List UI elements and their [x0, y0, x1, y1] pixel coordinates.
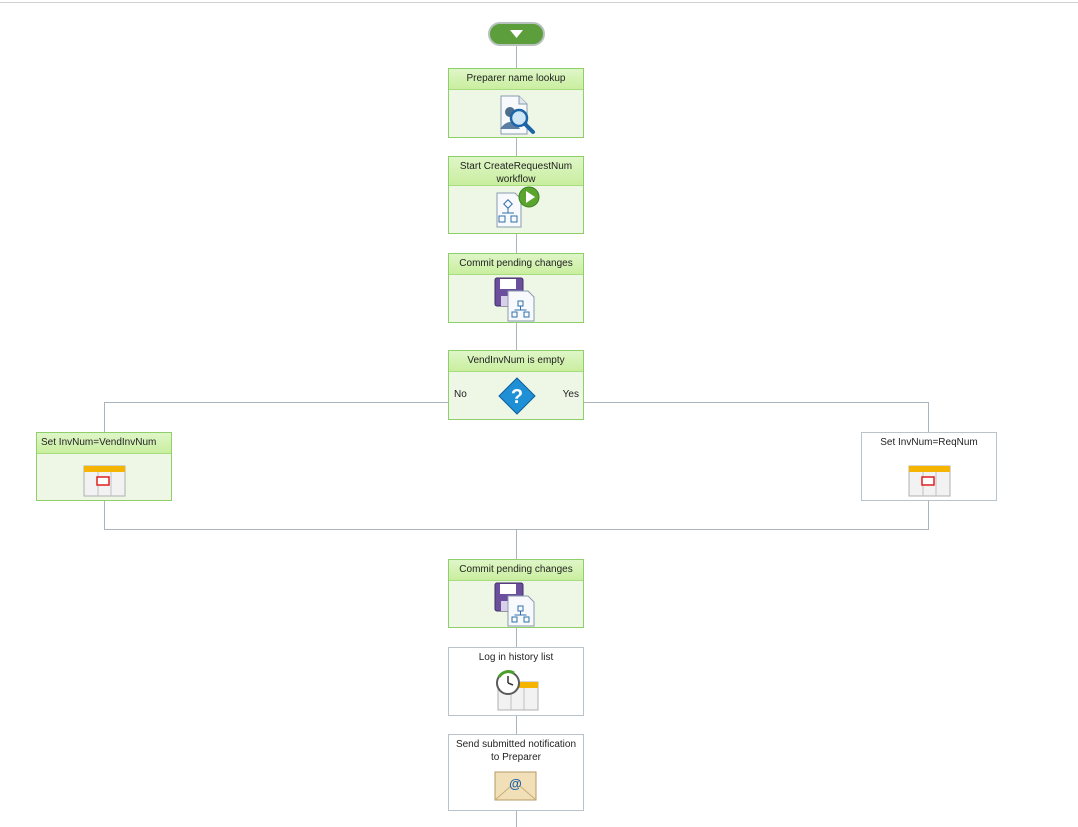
commit-changes-icon	[494, 277, 535, 322]
action-preparer-name-lookup[interactable]: Preparer name lookup	[448, 68, 584, 138]
action-set-invnum-reqnum[interactable]: Set InvNum=ReqNum	[861, 432, 997, 501]
connector-line	[516, 715, 517, 734]
svg-text:@: @	[509, 776, 522, 791]
question-diamond-icon: ?	[498, 377, 536, 415]
start-workflow-icon	[496, 186, 540, 228]
connector-line	[928, 500, 929, 530]
connector-line	[516, 46, 517, 68]
action-set-invnum-vendinvnum[interactable]: Set InvNum=VendInvNum	[36, 432, 172, 501]
top-divider	[0, 2, 1078, 3]
commit-changes-icon	[494, 582, 535, 627]
connector-line	[104, 402, 105, 432]
action-title: Start CreateRequestNum workflow	[449, 157, 583, 186]
action-commit-pending-changes[interactable]: Commit pending changes	[448, 559, 584, 628]
action-title: Commit pending changes	[449, 560, 583, 581]
connector-line	[516, 627, 517, 647]
connector-line	[516, 529, 517, 559]
action-log-in-history-list[interactable]: Log in history list	[448, 647, 584, 716]
set-field-icon	[83, 465, 126, 497]
action-title: Set InvNum=ReqNum	[862, 433, 996, 454]
action-start-workflow[interactable]: Start CreateRequestNum workflow	[448, 156, 584, 234]
email-icon: @	[494, 771, 537, 801]
connector-line	[516, 233, 517, 253]
action-title: Send submitted notification to Preparer	[449, 735, 583, 768]
branch-label-no: No	[454, 389, 467, 400]
condition-title: VendInvNum is empty	[449, 351, 583, 372]
history-log-icon	[496, 670, 539, 711]
condition-vendinvnum-is-empty[interactable]: VendInvNum is empty No Yes ?	[448, 350, 584, 420]
user-search-icon	[500, 95, 535, 135]
connector-line	[516, 322, 517, 350]
workflow-start-button[interactable]	[488, 22, 545, 46]
branch-line-left	[104, 402, 448, 403]
connector-line	[104, 500, 105, 530]
connector-line	[928, 402, 929, 432]
branch-label-yes: Yes	[562, 389, 579, 400]
svg-text:?: ?	[511, 386, 523, 408]
action-commit-pending-changes[interactable]: Commit pending changes	[448, 253, 584, 323]
action-title: Log in history list	[449, 648, 583, 669]
triangle-down-icon	[510, 30, 523, 38]
action-send-notification[interactable]: Send submitted notification to Preparer …	[448, 734, 584, 811]
action-title: Preparer name lookup	[449, 69, 583, 90]
set-field-icon	[908, 465, 951, 497]
action-title: Commit pending changes	[449, 254, 583, 275]
action-title: Set InvNum=VendInvNum	[37, 433, 171, 454]
connector-line	[516, 810, 517, 827]
branch-line-right	[583, 402, 929, 403]
connector-line	[516, 137, 517, 156]
